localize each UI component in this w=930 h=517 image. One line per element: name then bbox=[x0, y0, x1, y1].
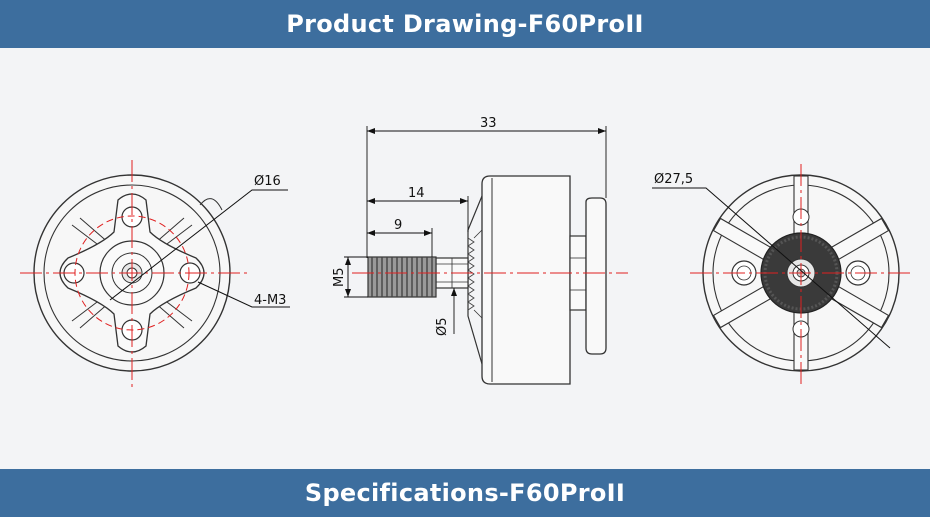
side-bell-body bbox=[481, 175, 571, 385]
side-thread-lines bbox=[371, 257, 433, 297]
dim-shaft-diameter: Ø5 bbox=[435, 317, 450, 336]
page-title: Product Drawing-F60ProII bbox=[0, 0, 930, 48]
front-screw-leader bbox=[197, 281, 290, 308]
dim-shaft-length: 14 bbox=[408, 186, 425, 201]
dim-thread-label: M5 bbox=[332, 268, 347, 288]
product-drawing: Ø16 4-M3 bbox=[20, 116, 912, 390]
side-view: 33 14 9 M5 Ø5 bbox=[332, 116, 628, 385]
rear-diameter-label: Ø27,5 bbox=[654, 172, 693, 187]
front-outline-notch bbox=[199, 198, 223, 211]
dim-thread-length: 9 bbox=[394, 218, 402, 233]
side-bell-cone bbox=[467, 195, 483, 365]
rear-diameter-leader bbox=[652, 187, 891, 349]
page-title-text: Product Drawing-F60ProII bbox=[286, 10, 644, 38]
side-base-flange bbox=[585, 197, 607, 355]
front-diameter-leader bbox=[109, 189, 288, 301]
front-diameter-label: Ø16 bbox=[254, 174, 281, 189]
front-view: Ø16 4-M3 bbox=[20, 160, 290, 390]
section-title-text: Specifications-F60ProII bbox=[304, 479, 626, 507]
front-screw-label: 4-M3 bbox=[254, 293, 286, 308]
section-title: Specifications-F60ProII bbox=[0, 469, 930, 517]
dim-overall-length: 33 bbox=[480, 116, 497, 131]
side-bell-knurl bbox=[467, 237, 475, 311]
rear-view: Ø27,5 bbox=[652, 164, 912, 384]
